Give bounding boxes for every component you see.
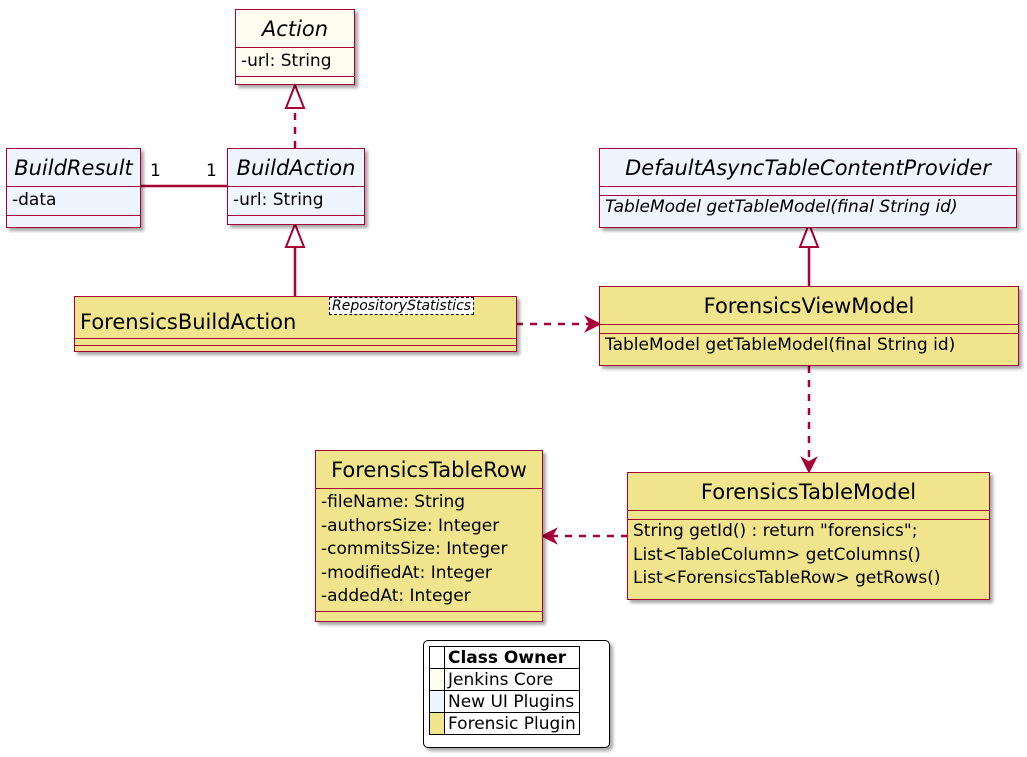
class-build-action: BuildAction -url: String (227, 148, 365, 225)
class-name: ForensicsViewModel (703, 293, 915, 318)
class-default-async-table-content-provider: DefaultAsyncTableContentProvider TableMo… (599, 148, 1017, 228)
legend-header-swatch (429, 646, 445, 669)
dependency-arrowhead (584, 315, 602, 333)
generic-parameter: RepositoryStatistics (329, 297, 475, 315)
field: -url: String (233, 190, 324, 210)
legend-swatch-new-ui (429, 690, 445, 713)
class-forensics-view-model: ForensicsViewModel TableModel getTableMo… (599, 286, 1019, 366)
multiplicity-right: 1 (206, 161, 217, 181)
class-name: DefaultAsyncTableContentProvider (625, 155, 991, 180)
class-name: BuildResult (14, 155, 133, 180)
method: String getId() : return "forensics"; (633, 521, 918, 541)
method-list: TableModel getTableModel(final String id… (600, 334, 1018, 360)
field: -data (12, 190, 57, 210)
method-list: TableModel getTableModel(final String id… (600, 196, 1016, 222)
legend-label: Jenkins Core (444, 668, 580, 691)
field-list: -fileName: String -authorsSize: Integer … (316, 489, 542, 611)
field-list: -url: String (228, 187, 364, 215)
class-forensics-table-model: ForensicsTableModel String getId() : ret… (627, 472, 990, 600)
class-name: Action (261, 16, 329, 41)
field: -authorsSize: Integer (321, 515, 500, 536)
method: TableModel getTableModel(final String id… (605, 197, 958, 217)
legend: Class Owner Jenkins Core New UI Plugins … (423, 640, 610, 748)
method: List<TableColumn> getColumns() (633, 544, 921, 565)
class-name: ForensicsBuildAction (80, 309, 297, 334)
inheritance-arrowhead-2 (798, 221, 820, 248)
method: TableModel getTableModel(final String id… (605, 335, 956, 355)
field-list: -url: String (236, 48, 354, 76)
legend-swatch-jenkins-core (429, 668, 445, 691)
field: -addedAt: Integer (321, 586, 471, 606)
class-forensics-table-row: ForensicsTableRow -fileName: String -aut… (315, 450, 543, 622)
field-list: -data (7, 187, 140, 215)
field: -url: String (241, 51, 332, 71)
method: List<ForensicsTableRow> getRows() (633, 568, 941, 588)
realization-arrowhead (284, 82, 306, 109)
class-action: Action -url: String (235, 9, 355, 85)
class-name: ForensicsTableRow (331, 457, 527, 482)
class-build-result: BuildResult -data (6, 148, 141, 228)
inheritance-arrowhead (284, 221, 306, 248)
class-name: BuildAction (236, 155, 356, 180)
multiplicity-left: 1 (150, 161, 161, 181)
legend-table: Class Owner Jenkins Core New UI Plugins … (429, 646, 580, 735)
legend-label: New UI Plugins (444, 690, 580, 713)
legend-swatch-forensic (429, 712, 445, 735)
method-list: String getId() : return "forensics"; Lis… (628, 520, 989, 593)
dependency-arrowhead-3 (540, 527, 558, 545)
class-name: ForensicsTableModel (700, 479, 917, 504)
field: -fileName: String (321, 492, 466, 512)
dependency-arrowhead-2 (800, 456, 818, 474)
legend-label: Forensic Plugin (444, 712, 580, 735)
field: -modifiedAt: Integer (321, 562, 492, 583)
field: -commitsSize: Integer (321, 539, 508, 559)
legend-header: Class Owner (444, 646, 580, 669)
